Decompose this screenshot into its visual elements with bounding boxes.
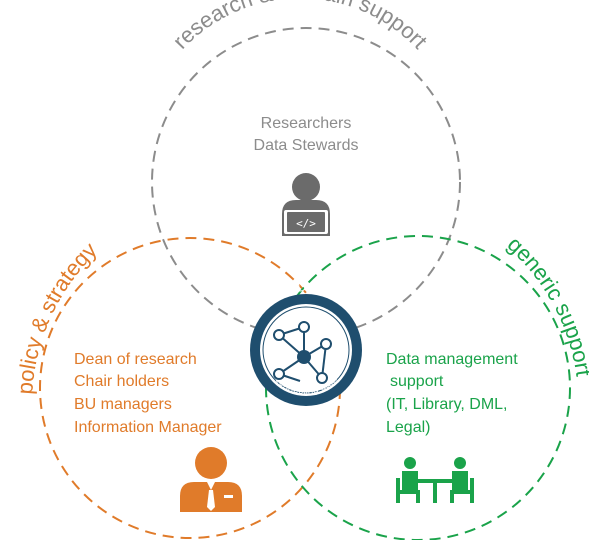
- policy-line-3: BU managers: [74, 396, 172, 413]
- businessman-icon: [180, 447, 242, 512]
- policy-line-4: Information Manager: [74, 419, 222, 436]
- generic-line-1: Data management: [386, 351, 518, 368]
- network-nodes-icon: [273, 321, 332, 384]
- generic-line-4: Legal): [386, 419, 430, 436]
- hub-top-text: WDCC: [282, 280, 330, 299]
- research-line-2: Data Stewards: [254, 137, 359, 154]
- policy-title: policy & strategy: [12, 237, 101, 395]
- people-at-table-icon: [396, 457, 474, 503]
- research-line-1: Researchers: [261, 115, 352, 132]
- svg-text:</>: </>: [296, 217, 316, 230]
- research-title: research & domain support: [168, 0, 433, 54]
- policy-line-1: Dean of research: [74, 351, 197, 368]
- generic-line-3: (IT, Library, DML,: [386, 396, 508, 413]
- person-at-laptop-icon: </>: [282, 173, 330, 236]
- policy-line-2: Chair holders: [74, 373, 169, 390]
- generic-line-2: support: [390, 373, 444, 390]
